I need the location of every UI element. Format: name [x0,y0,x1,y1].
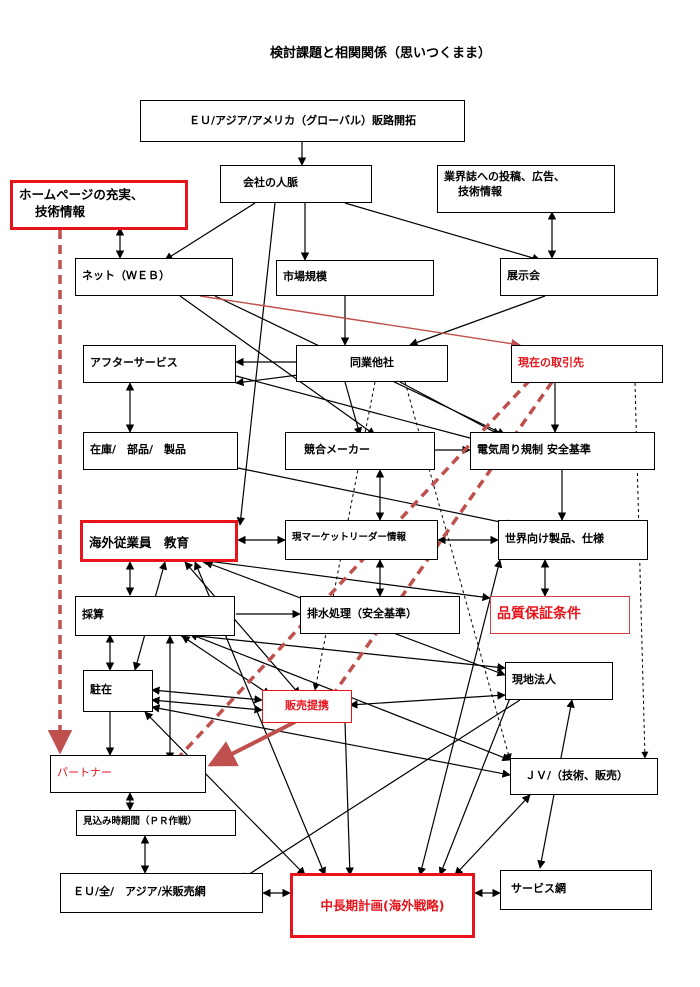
edge-exhibition-same [409,295,546,347]
node-same-industry: 同業他社 [296,345,448,382]
node-electrical-rules: 電気周り規制 安全基準 [470,432,655,470]
node-regional-network: ＥＵ/全/ アジア/米販売網 [60,873,263,913]
edge-stationed-midlong [144,711,306,876]
node-sales-alliance: 販売提携 [262,690,352,723]
node-quality-assurance: 品質保証条件 [490,596,630,634]
node-overseas-staff: 海外従業員 教育 [80,520,238,562]
edge-company-inventory-area [236,202,276,526]
node-after-service: アフターサービス [83,345,236,383]
node-company-network: 会社の人脈 [220,165,372,203]
edge-red-net-clients [199,295,521,349]
edge-after-electrical [235,375,486,445]
node-stationed: 駐在 [83,670,153,712]
node-global-sales: ＥＵ/アジア/アメリカ（グローバル）販路開拓 [140,100,465,142]
edge-company-net [164,202,256,261]
edge-same-electrical [399,381,501,436]
edge-dotted-same-jv [404,381,512,761]
edge-same-competitors [344,381,362,436]
edge-local-sales [349,691,506,709]
edge-red-clients-partner [176,378,532,760]
diagram-title: 検討課題と相関関係（思いつくまま） [270,46,492,61]
node-current-clients: 現在の取引先 [511,345,663,383]
node-local-corp: 現地法人 [505,662,613,700]
edge-stationed-sales2 [151,696,263,714]
node-mid-long-plan: 中長期計画(海外戦略) [290,873,475,938]
node-competitors: 競合メーカー [285,432,435,470]
node-service-network: サービス網 [500,870,652,910]
node-inventory: 在庫/ 部品/ 製品 [83,432,238,470]
edge-global-midlong [417,559,503,876]
edge-recruit-local [177,630,506,672]
edge-jv-midlong [454,794,531,876]
node-prospect-period: 見込み時期間（ＰＲ作戦） [76,810,236,836]
edge-stationed-sales [151,686,263,704]
edge-red-sales-partner [207,720,296,767]
edge-sales-midlong [344,721,354,876]
edge-local-midlong [438,697,511,876]
node-exhibition: 展示会 [500,258,658,296]
node-wastewater: 排水処理（安全基準） [300,596,460,634]
node-partner: パートナー [50,755,206,793]
node-global-products: 世界向け製品、仕様 [498,520,648,560]
node-jv: ＪＶ/（技術、販売） [510,758,658,795]
node-homepage: ホームページの充実、技術情報 [10,180,188,230]
edge-inventory-global [237,467,516,528]
node-trade-magazine: 業界誌への投稿、広告、技術情報 [437,165,615,213]
node-market-size: 市場規模 [276,260,434,296]
node-recruitment: 採算 [75,596,235,636]
edge-recruit-sales [181,635,271,696]
edge-net-competitors [179,295,376,436]
node-market-leader-info: 現マーケットリーダー情報 [285,520,438,560]
edge-same-after2 [235,374,299,387]
node-net-web: ネット（ＷＥＢ） [75,258,233,296]
edge-company-exhibition [344,202,541,262]
